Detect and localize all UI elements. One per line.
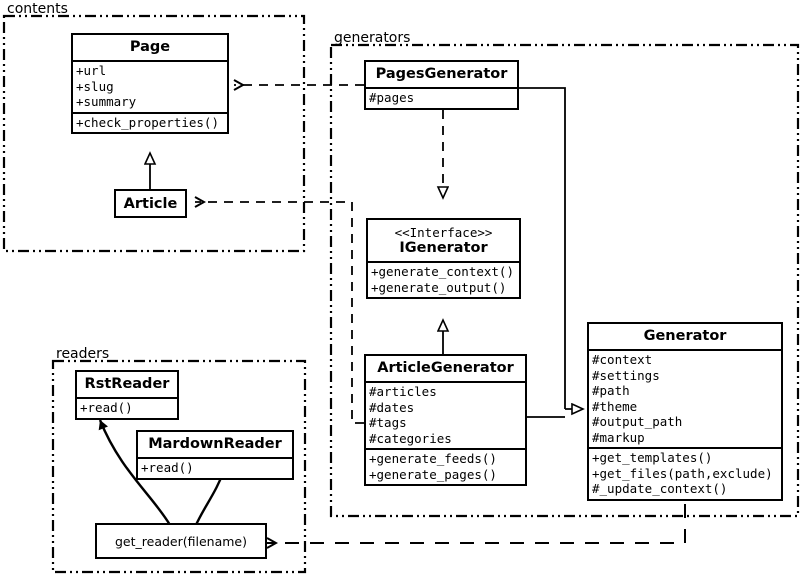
class-article-generator-attributes: #articles #dates #tags #categories: [366, 381, 525, 448]
class-page[interactable]: Page +url +slug +summary +check_properti…: [71, 33, 229, 134]
class-article-generator-title: ArticleGenerator: [377, 360, 514, 376]
function-get-reader[interactable]: get_reader(filename): [95, 523, 267, 559]
attribute: #dates: [369, 399, 415, 415]
attribute: #tags: [369, 415, 407, 430]
attribute: #context: [592, 352, 653, 367]
class-pages-generator[interactable]: PagesGenerator #pages: [364, 60, 519, 110]
class-pages-generator-attributes: #pages: [366, 87, 517, 108]
method: +read(): [80, 400, 133, 415]
class-igenerator-name: IGenerator: [399, 240, 488, 256]
method: +get_files(path,exclude): [592, 465, 773, 481]
class-mardown-reader[interactable]: MardownReader +read(): [136, 430, 294, 480]
method: #_update_context(): [592, 481, 728, 496]
class-igenerator-stereotype: <<Interface>>: [394, 225, 493, 240]
attribute: #output_path: [592, 414, 683, 429]
class-page-title: Page: [129, 39, 171, 55]
attribute: #categories: [369, 430, 452, 446]
attribute: #theme: [592, 398, 638, 414]
class-igenerator-title: <<Interface>> IGenerator: [368, 220, 519, 261]
attribute: #markup: [592, 429, 645, 445]
method: +generate_feeds(): [369, 451, 497, 466]
class-igenerator-methods: +generate_context() +generate_output(): [368, 261, 519, 297]
class-article-generator[interactable]: ArticleGenerator #articles #dates #tags …: [364, 354, 527, 486]
dep-generator-getreader: [267, 504, 686, 543]
attribute: +slug: [76, 78, 114, 94]
class-rst-reader-methods: +read(): [77, 397, 177, 418]
method: +generate_pages(): [369, 466, 497, 482]
class-page-methods: +check_properties(): [73, 111, 227, 133]
method: +generate_output(): [371, 279, 507, 295]
class-page-attributes: +url +slug +summary: [73, 60, 227, 112]
dep-articlegen-article: [195, 202, 364, 424]
function-get-reader-label: get_reader(filename): [115, 533, 247, 549]
package-label-readers: readers: [54, 346, 112, 362]
attribute: #path: [592, 383, 630, 398]
method: +get_templates(): [592, 450, 713, 465]
class-pages-generator-title: PagesGenerator: [375, 66, 508, 82]
class-article-title: Article: [123, 195, 178, 212]
class-article-generator-methods: +generate_feeds() +generate_pages(): [366, 448, 525, 484]
class-generator-title: Generator: [643, 328, 727, 344]
attribute: #articles: [369, 384, 437, 399]
class-generator-methods: +get_templates() +get_files(path,exclude…: [589, 447, 781, 499]
attribute: #pages: [369, 90, 415, 105]
attribute: +summary: [76, 94, 137, 109]
package-label-contents: contents: [5, 1, 70, 17]
class-rst-reader[interactable]: RstReader +read(): [75, 370, 179, 420]
class-generator-attributes: #context #settings #path #theme #output_…: [589, 349, 781, 447]
class-igenerator[interactable]: <<Interface>> IGenerator +generate_conte…: [366, 218, 521, 299]
attribute: #settings: [592, 367, 660, 383]
method: +read(): [141, 460, 194, 475]
method: +check_properties(): [76, 114, 219, 130]
method: +generate_context(): [371, 264, 514, 279]
attribute: +url: [76, 63, 107, 78]
class-generator[interactable]: Generator #context #settings #path #them…: [587, 322, 783, 501]
package-label-generators: generators: [332, 30, 413, 46]
class-mardown-reader-title: MardownReader: [148, 436, 282, 452]
class-mardown-reader-methods: +read(): [138, 457, 292, 478]
class-article[interactable]: Article: [114, 189, 187, 218]
class-rst-reader-title: RstReader: [84, 376, 170, 392]
